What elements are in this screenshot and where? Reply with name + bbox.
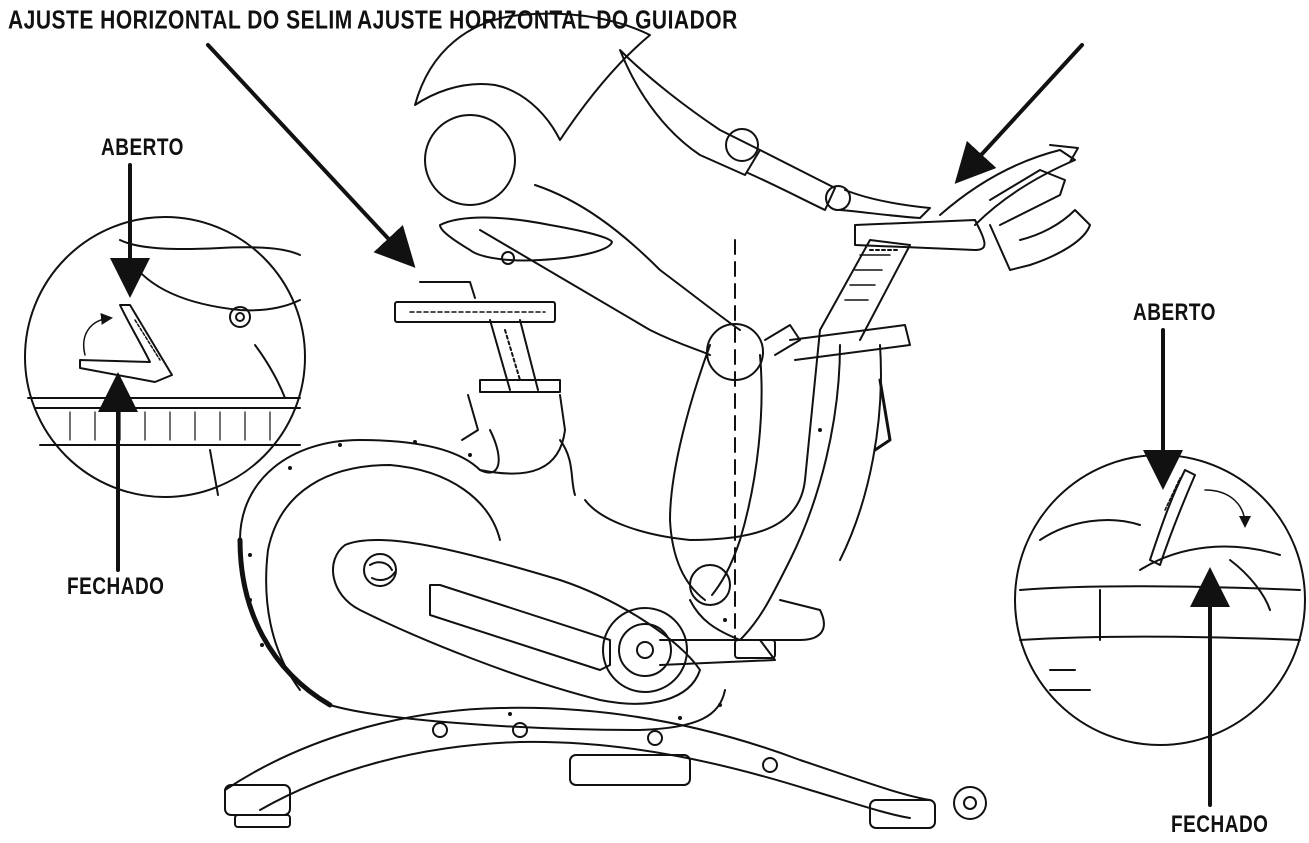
seat-adjust-arrow <box>206 43 416 268</box>
bike-frame <box>224 144 1091 829</box>
right-closed-label: FECHADO <box>1171 812 1269 839</box>
handlebar-adjust-arrow <box>954 43 1084 184</box>
handlebar-horizontal-adjust-label: AJUSTE HORIZONTAL DO GUIADOR <box>357 6 738 35</box>
left-detail-circle <box>24 216 306 498</box>
left-closed-label: FECHADO <box>67 574 165 601</box>
seat-horizontal-adjust-label: AJUSTE HORIZONTAL DO SELIM <box>8 6 353 35</box>
right-detail-circle <box>1014 454 1306 746</box>
left-open-label: ABERTO <box>101 135 184 162</box>
callout-arrows <box>98 43 1230 807</box>
rider-figure <box>414 12 931 641</box>
right-open-label: ABERTO <box>1133 300 1216 327</box>
